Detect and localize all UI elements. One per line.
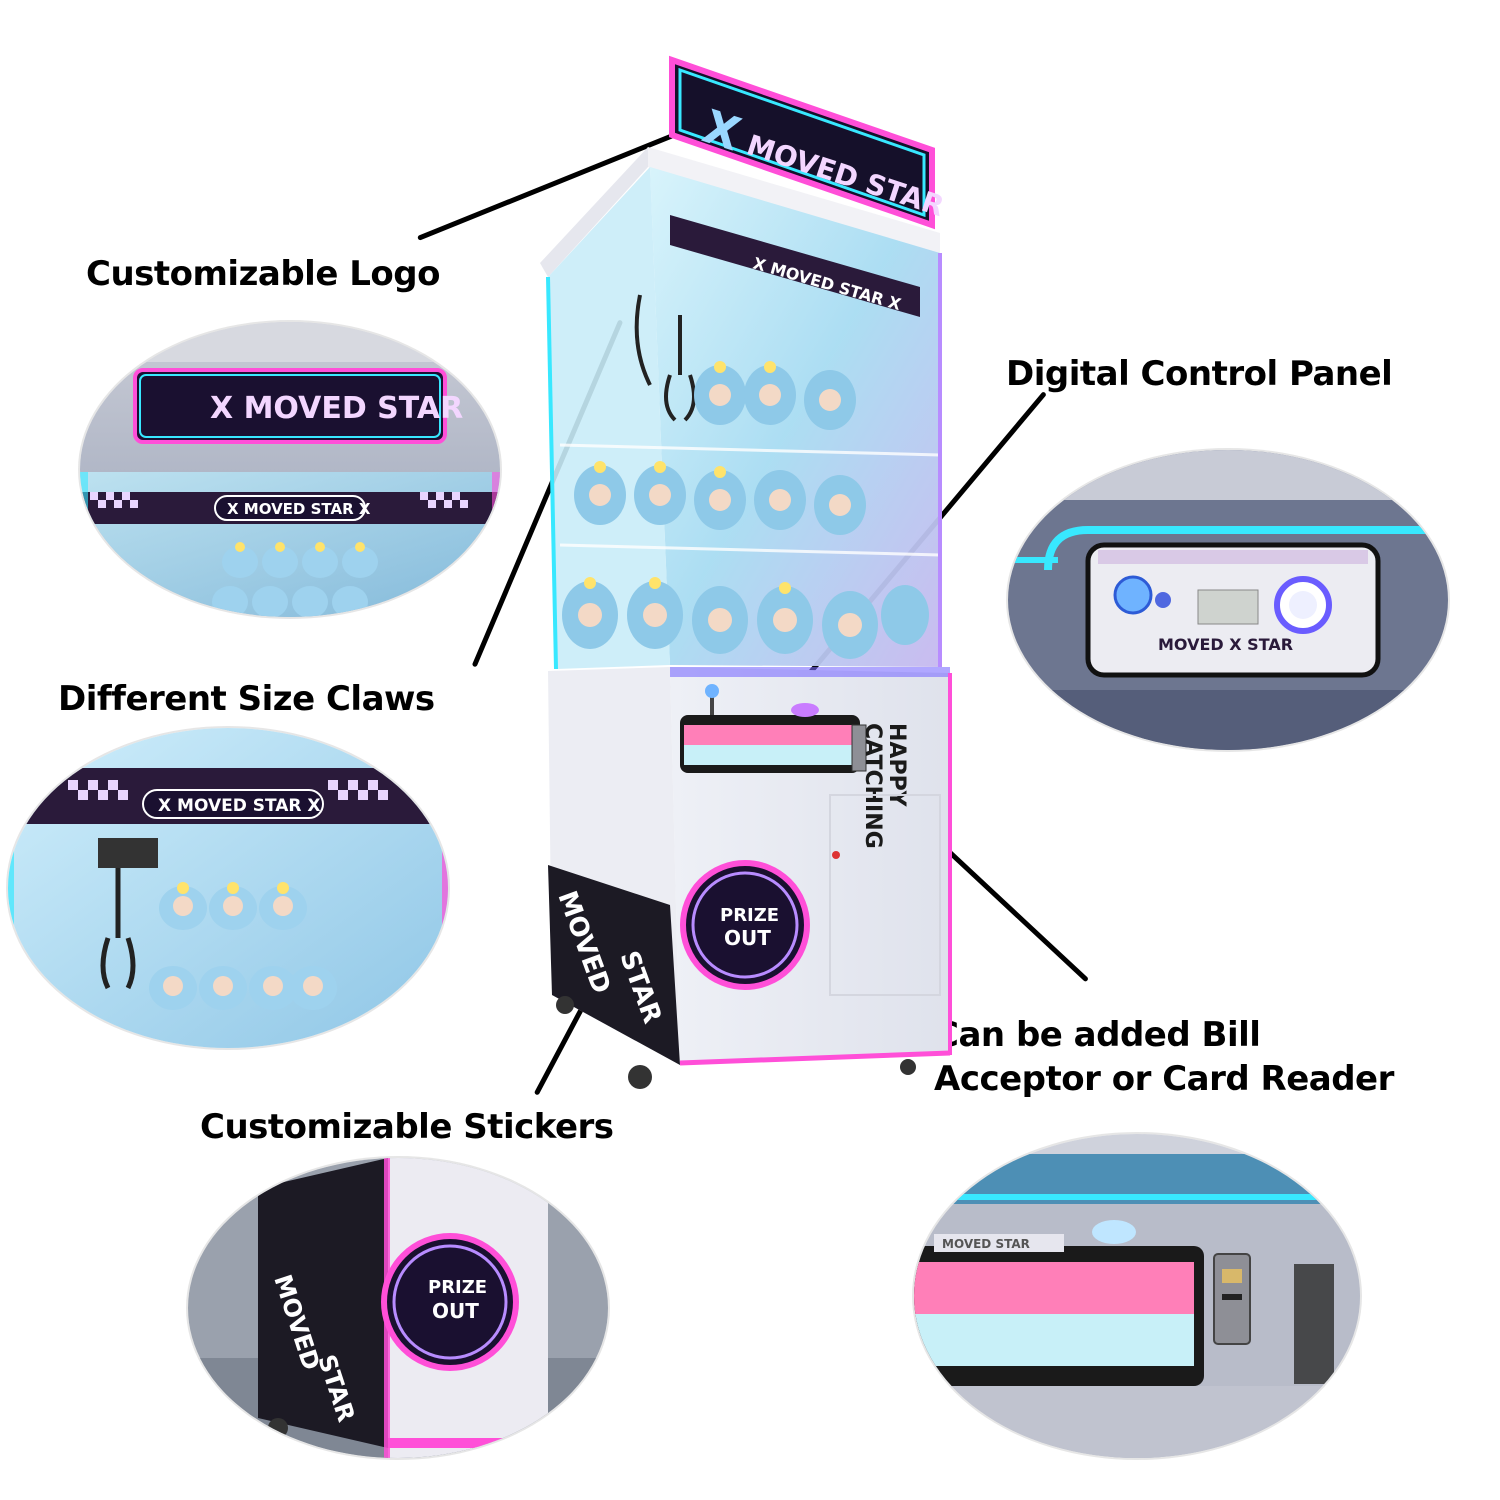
inset-stickers-illustration: PRIZE OUT MOVED STAR <box>188 1158 608 1458</box>
inset-claws-photo: X MOVED STAR X <box>8 728 448 1048</box>
callout-customizable-stickers: Customizable Stickers <box>200 1107 614 1147</box>
inset-bill-acceptor-photo: MOVED STAR <box>914 1134 1360 1458</box>
inset-control-panel-illustration: MOVED X STAR <box>1008 450 1448 750</box>
callout-digital-control-panel: Digital Control Panel <box>1006 354 1393 394</box>
inset-logo-photo: X MOVED STAR X MOVED STAR X <box>80 322 500 617</box>
prize-out-hole: PRIZE OUT <box>680 860 810 990</box>
callout-bill-acceptor: Can be added Bill Acceptor or Card Reade… <box>934 1013 1494 1101</box>
prize-out-line1: PRIZE <box>720 905 779 926</box>
claw-machine-illustration: X MOVED STAR X MOVED STAR X <box>540 55 952 1089</box>
inset-bill-acceptor-illustration: MOVED STAR <box>914 1134 1360 1458</box>
inset-panel-brand-text: MOVED X STAR <box>1158 635 1293 654</box>
inset-claws-illustration: X MOVED STAR X <box>8 728 448 1048</box>
inset-control-panel-photo: MOVED X STAR <box>1008 450 1448 750</box>
control-panel <box>680 684 860 773</box>
inset-logo-sign-text: X MOVED STAR <box>210 391 463 426</box>
callout-different-size-claws: Different Size Claws <box>58 679 435 719</box>
inset-logo-illustration: X MOVED STAR X MOVED STAR X <box>80 322 500 617</box>
inset-logo-banner-text: X MOVED STAR X <box>227 500 371 518</box>
side-vertical-text-1: HAPPY <box>884 723 909 808</box>
inset-claws-banner-text: X MOVED STAR X <box>158 796 321 816</box>
callout-bill-acceptor-line1: Can be added Bill <box>934 1015 1261 1055</box>
side-vertical-text-2: CATCHING <box>860 723 885 849</box>
prize-out-line2: OUT <box>724 926 771 950</box>
callout-customizable-logo: Customizable Logo <box>86 254 440 294</box>
claw-machine-main-photo: X MOVED STAR X MOVED STAR X <box>540 55 960 1095</box>
inset-stickers-prize-line2: OUT <box>432 1299 479 1323</box>
checker-strip: X MOVED STAR X <box>80 492 500 524</box>
callout-bill-acceptor-line2: Acceptor or Card Reader <box>934 1059 1394 1099</box>
inset-bill-brand-text: MOVED STAR <box>942 1237 1030 1251</box>
inset-stickers-photo: PRIZE OUT MOVED STAR <box>188 1158 608 1458</box>
inset-stickers-prize-line1: PRIZE <box>428 1277 487 1298</box>
